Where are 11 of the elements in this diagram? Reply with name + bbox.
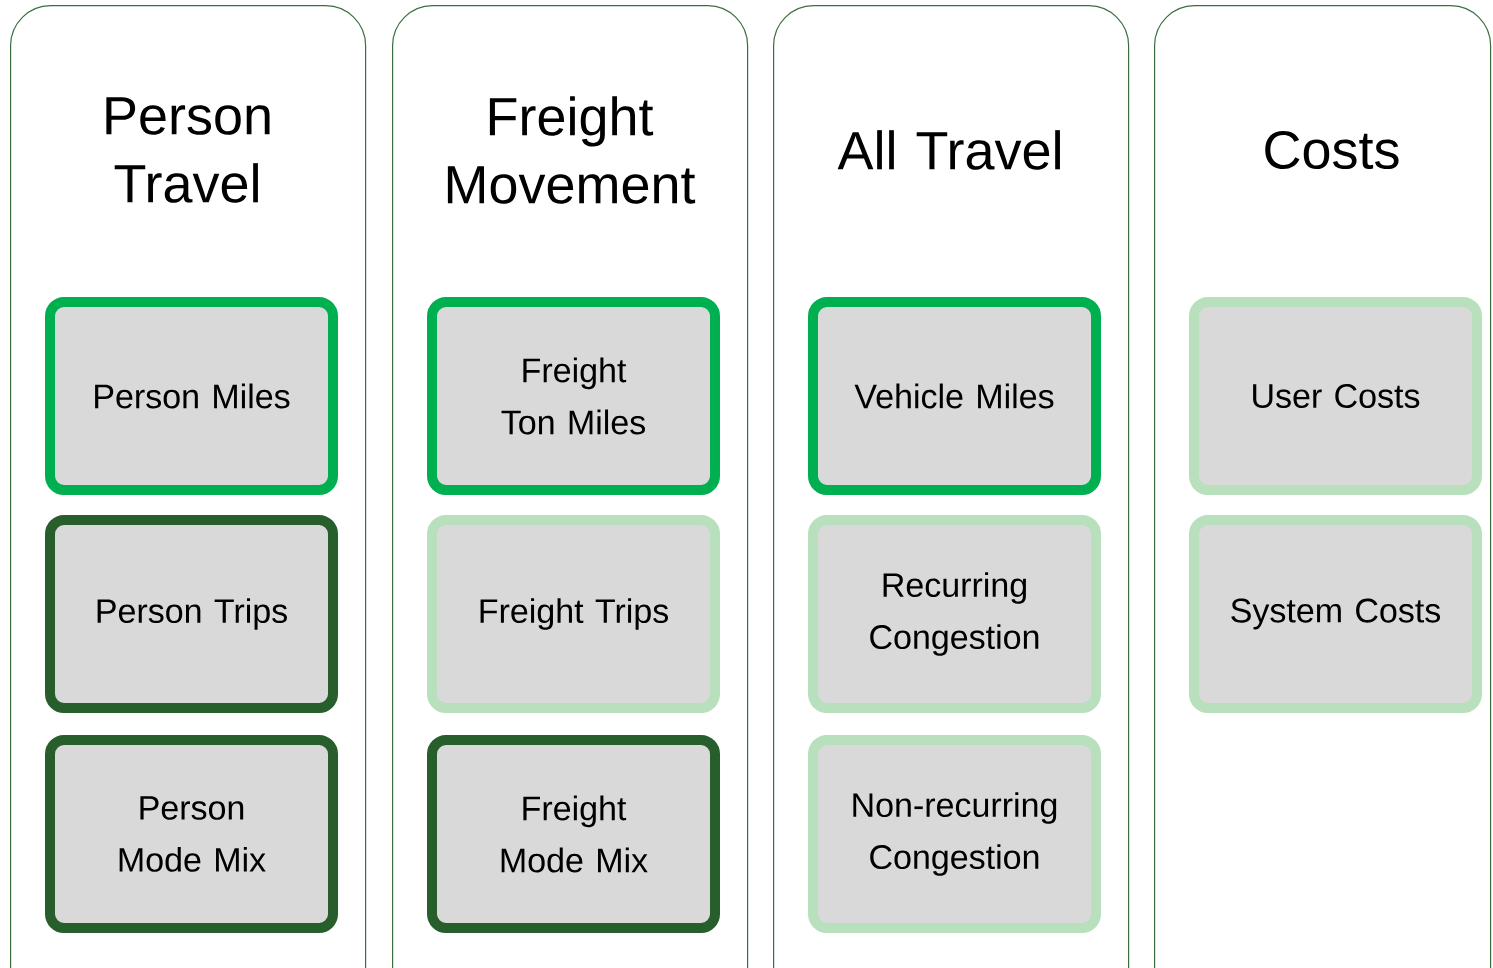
metric-box: Person Miles bbox=[45, 297, 338, 495]
metric-box: Freight Mode Mix bbox=[427, 735, 720, 933]
metric-box: System Costs bbox=[1189, 515, 1482, 713]
metric-box: Recurring Congestion bbox=[808, 515, 1101, 713]
metric-box: Freight Ton Miles bbox=[427, 297, 720, 495]
metric-box: Person Trips bbox=[45, 515, 338, 713]
metric-box: User Costs bbox=[1189, 297, 1482, 495]
metric-box: Person Mode Mix bbox=[45, 735, 338, 933]
metric-box: Vehicle Miles bbox=[808, 297, 1101, 495]
metric-box: Freight Trips bbox=[427, 515, 720, 713]
metric-box: Non-recurring Congestion bbox=[808, 735, 1101, 933]
